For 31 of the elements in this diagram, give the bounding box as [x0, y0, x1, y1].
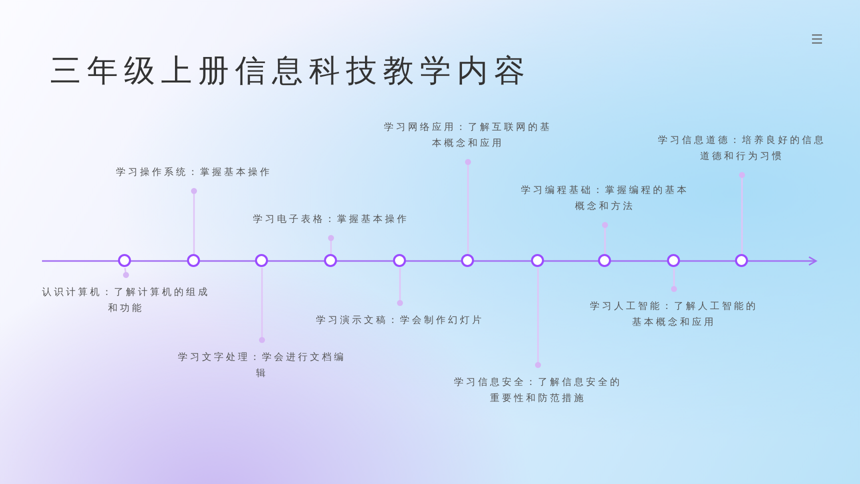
leader-line	[671, 268, 677, 292]
timeline-node-circle	[461, 254, 474, 267]
timeline-node-circle	[187, 254, 200, 267]
timeline-node-circle	[667, 254, 680, 267]
milestone-text: 学习操作系统：掌握基本操作	[110, 165, 278, 191]
leader-line	[465, 159, 471, 254]
timeline-node-circle	[118, 254, 131, 267]
timeline-node-circle	[324, 254, 337, 267]
timeline-node-circle	[735, 254, 748, 267]
milestone-text: 学习编程基础：掌握编程的基本概念和方法	[521, 183, 689, 225]
milestone-text: 学习网络应用：了解互联网的基本概念和应用	[384, 120, 552, 162]
leader-line	[259, 268, 265, 343]
milestone-text: 认识计算机：了解计算机的组成和功能	[42, 275, 210, 317]
milestone-text: 学习电子表格：掌握基本操作	[247, 212, 415, 238]
timeline-node-circle	[255, 254, 268, 267]
milestone-text: 学习演示文稿：学会制作幻灯片	[316, 303, 484, 329]
slide-title: 三年级上册信息科技教学内容	[50, 52, 531, 91]
leader-line	[535, 268, 541, 368]
leader-line	[739, 172, 745, 254]
milestone-text: 学习信息道德：培养良好的信息道德和行为习惯	[658, 133, 826, 175]
milestone-text: 学习信息安全：了解信息安全的重要性和防范措施	[454, 365, 622, 407]
leader-line	[602, 222, 608, 254]
milestone-text: 学习文字处理：学会进行文档编辑	[178, 340, 346, 382]
leader-line	[123, 268, 129, 278]
leader-line	[191, 188, 197, 254]
timeline-node-circle	[531, 254, 544, 267]
leader-line	[328, 235, 334, 254]
timeline-node-circle	[393, 254, 406, 267]
milestone-text: 学习人工智能：了解人工智能的基本概念和应用	[590, 289, 758, 331]
leader-line	[397, 268, 403, 306]
timeline-node-circle	[598, 254, 611, 267]
